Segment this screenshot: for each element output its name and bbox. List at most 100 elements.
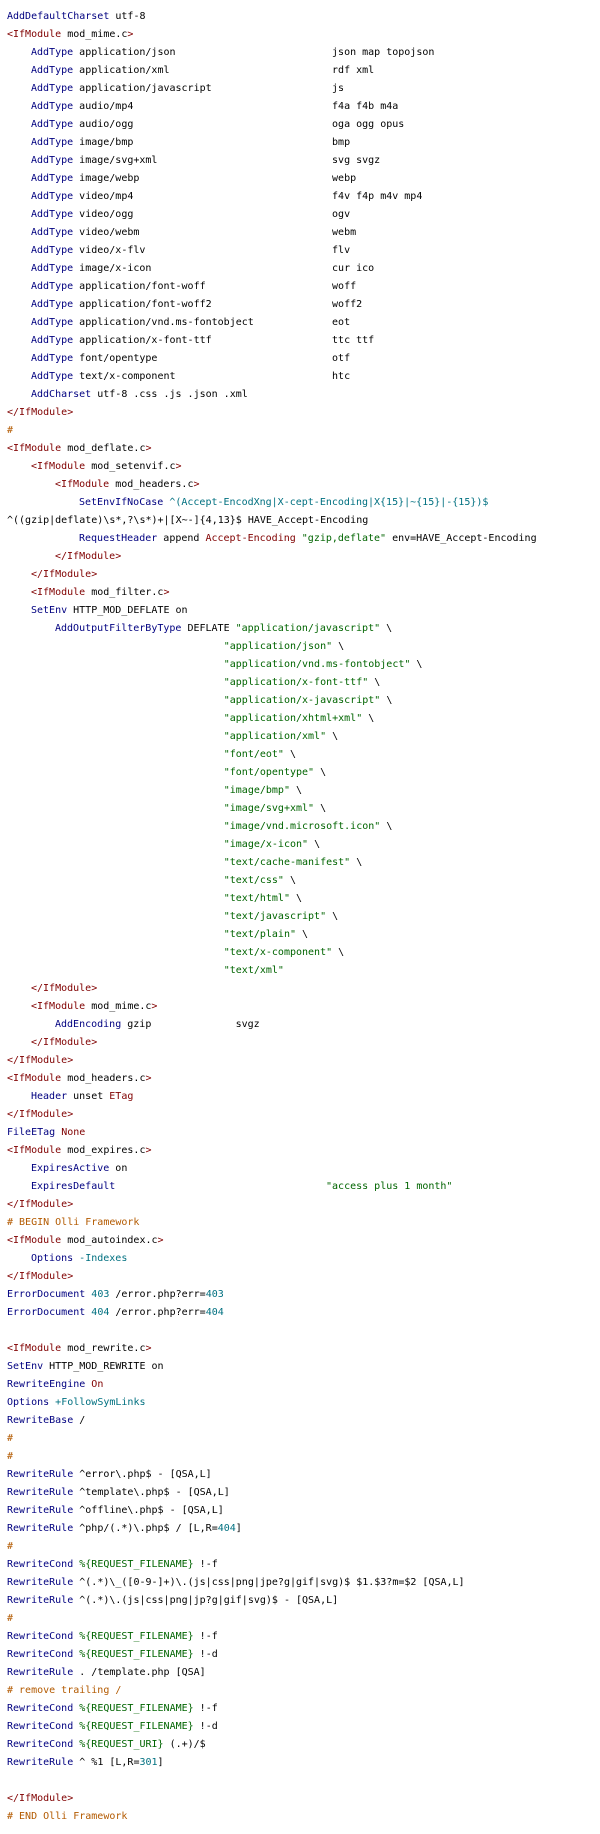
code-line: <IfModule mod_mime.c> [0, 998, 600, 1016]
code-line: "text/html" \ [0, 890, 600, 908]
code-line: # [0, 1430, 600, 1448]
code-line: AddType application/x-font-ttf ttc ttf [0, 332, 600, 350]
code-token: RewriteEngine [7, 1379, 86, 1390]
code-line: AddType audio/ogg oga ogg opus [0, 116, 600, 134]
code-line: # END Olli Framework [0, 1808, 600, 1826]
code-token: !-d [193, 1721, 218, 1732]
code-token: RewriteRule [7, 1487, 74, 1498]
code-token: !-f [193, 1703, 218, 1714]
code-token [7, 731, 224, 742]
code-token: %{REQUEST_URI} [73, 1739, 164, 1750]
code-token: AddType [31, 47, 74, 58]
code-token: \ [350, 857, 363, 868]
code-token: \ [283, 875, 297, 886]
code-token: DEFLATE [181, 623, 236, 634]
code-token: > [163, 587, 170, 598]
code-token: "application/xhtml+xml" [223, 713, 363, 724]
code-token: audio/ogg oga ogg opus [73, 119, 405, 130]
code-token: (.+)/$ [163, 1739, 206, 1750]
code-token: FileETag [7, 1127, 56, 1138]
code-line: </IfModule> [0, 548, 600, 566]
code-line: RewriteCond %{REQUEST_FILENAME} !-d [0, 1718, 600, 1736]
code-line: "text/cache-manifest" \ [0, 854, 600, 872]
code-token: 301 [139, 1757, 158, 1768]
code-token: > [145, 443, 152, 454]
code-line: RewriteRule ^(.*)\_([0-9-]+)\.(js|css|pn… [0, 1574, 600, 1592]
code-token: # [7, 425, 14, 436]
code-token: AddType [31, 209, 74, 220]
code-line: # [0, 422, 600, 440]
code-line: AddType image/svg+xml svg svgz [0, 152, 600, 170]
code-token: RewriteRule [7, 1595, 74, 1606]
code-line: RewriteRule . /template.php [QSA] [0, 1664, 600, 1682]
code-line: <IfModule mod_mime.c> [0, 26, 600, 44]
code-line: AddCharset utf-8 .css .js .json .xml [0, 386, 600, 404]
code-token: <IfModule [7, 443, 62, 454]
code-token [7, 641, 224, 652]
code-token: </IfModule> [7, 1793, 74, 1804]
code-line: SetEnv HTTP_MOD_REWRITE on [0, 1358, 600, 1376]
code-line: ErrorDocument 403 /error.php?err=403 [0, 1286, 600, 1304]
code-token: AddType [31, 119, 74, 130]
code-line: ExpiresActive on [0, 1160, 600, 1178]
code-line: ^((gzip|deflate)\s*,?\s*)+|[X~-]{4,13}$ … [0, 512, 600, 530]
code-line: <IfModule mod_autoindex.c> [0, 1232, 600, 1250]
code-line: # BEGIN Olli Framework [0, 1214, 600, 1232]
code-line: "application/x-javascript" \ [0, 692, 600, 710]
code-line: </IfModule> [0, 1106, 600, 1124]
code-token [7, 785, 224, 796]
code-token: \ [368, 677, 381, 688]
code-token: RewriteRule [7, 1505, 74, 1516]
code-token: </IfModule> [7, 1109, 74, 1120]
code-token: </IfModule> [7, 1199, 74, 1210]
code-token: on [109, 1163, 128, 1174]
code-line: </IfModule> [0, 566, 600, 584]
code-line: SetEnvIfNoCase ^(Accept-EncodXng|X-cept-… [0, 494, 600, 512]
code-line: RewriteRule ^ %1 [L,R=301] [0, 1754, 600, 1772]
code-token: \ [314, 803, 327, 814]
code-token: RewriteCond [7, 1721, 74, 1732]
code-token: "application/xml" [223, 731, 327, 742]
code-token: "text/cache-manifest" [223, 857, 351, 868]
code-token: AddType [31, 353, 74, 364]
code-token: mod_deflate.c [61, 443, 146, 454]
code-token: audio/mp4 f4a f4b m4a [73, 101, 399, 112]
code-line: Options +FollowSymLinks [0, 1394, 600, 1412]
code-token: append [157, 533, 206, 544]
code-token: # [7, 1613, 14, 1624]
code-token: "image/svg+xml" [223, 803, 315, 814]
code-token: 403 [85, 1289, 110, 1300]
code-token: AddType [31, 299, 74, 310]
code-token: mod_expires.c [61, 1145, 146, 1156]
code-line: AddEncoding gzip svgz [0, 1016, 600, 1034]
code-token: \ [308, 839, 321, 850]
code-line: AddType application/font-woff woff [0, 278, 600, 296]
code-token: Accept-Encoding [205, 533, 296, 544]
code-token: ^(.*)\_([0-9-]+)\.(js|css|png|jpe?g|gif|… [73, 1577, 465, 1588]
code-token [7, 875, 224, 886]
code-token: > [193, 479, 200, 490]
code-token: image/webp webp [73, 173, 357, 184]
code-token: > [127, 29, 134, 40]
code-line: RewriteCond %{REQUEST_URI} (.+)/$ [0, 1736, 600, 1754]
code-token: unset [67, 1091, 110, 1102]
code-token: %{REQUEST_FILENAME} [73, 1649, 194, 1660]
code-token: <IfModule [7, 1073, 62, 1084]
code-token: !-d [193, 1649, 218, 1660]
code-line: AddType video/x-flv flv [0, 242, 600, 260]
code-token: <IfModule [55, 479, 110, 490]
code-line: "image/x-icon" \ [0, 836, 600, 854]
code-token: 403 [205, 1289, 224, 1300]
code-token: ^template\.php$ - [QSA,L] [73, 1487, 230, 1498]
code-token: AddOutputFilterByType [55, 623, 182, 634]
code-token: ^(.*)\.(js|css|png|jp?g|gif|svg)$ - [QSA… [73, 1595, 339, 1606]
code-token: "gzip,deflate" [295, 533, 387, 544]
code-token: application/vnd.ms-fontobject eot [73, 317, 351, 328]
code-token: \ [362, 713, 375, 724]
code-line: RequestHeader append Accept-Encoding "gz… [0, 530, 600, 548]
code-token: application/xml rdf xml [73, 65, 375, 76]
code-token: . /template.php [QSA] [73, 1667, 206, 1678]
code-line: AddType font/opentype otf [0, 350, 600, 368]
code-token: \ [380, 623, 393, 634]
code-token [7, 947, 224, 958]
